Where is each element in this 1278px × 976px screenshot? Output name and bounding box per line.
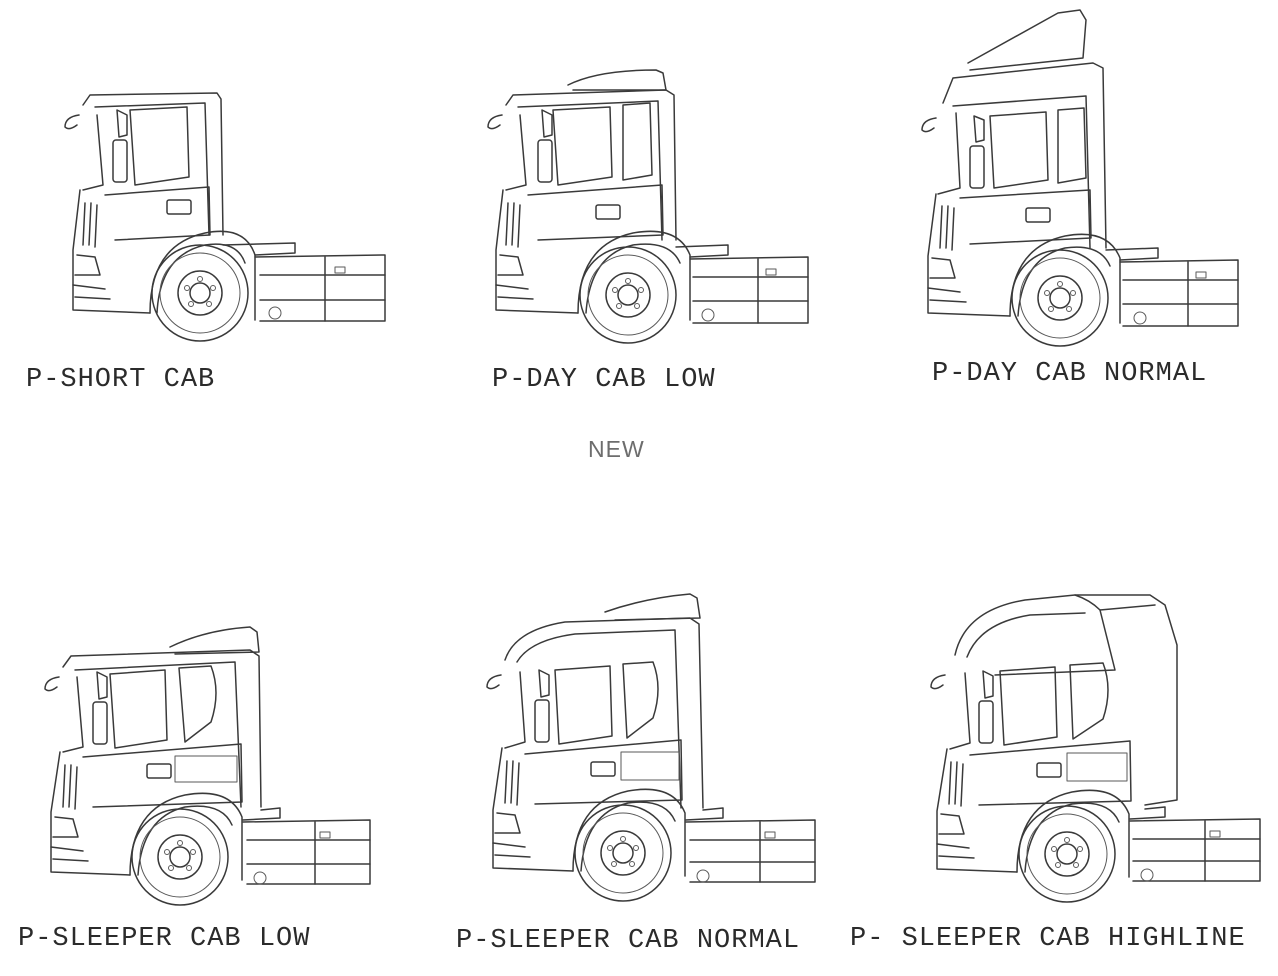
cab-label-sleeper-normal: P-SLEEPER CAB NORMAL <box>456 926 801 956</box>
truck-sleeper-cab-normal-drawing <box>486 593 816 902</box>
cab-label-day-normal: P-DAY CAB NORMAL <box>932 359 1208 389</box>
cab-label-sleeper-highline: P- SLEEPER CAB HIGHLINE <box>850 924 1246 954</box>
cab-label-short: P-SHORT CAB <box>26 365 216 395</box>
new-tag: NEW <box>588 436 645 462</box>
truck-short-cab-drawing <box>64 92 386 342</box>
cab-label-sleeper-low: P-SLEEPER CAB LOW <box>18 924 311 954</box>
cab-label-day-low: P-DAY CAB LOW <box>492 365 716 395</box>
truck-day-cab-normal-drawing <box>921 9 1239 347</box>
truck-sleeper-cab-low-drawing <box>44 626 371 906</box>
truck-day-cab-low-drawing <box>487 69 809 344</box>
truck-sleeper-cab-highline-drawing <box>930 594 1261 903</box>
